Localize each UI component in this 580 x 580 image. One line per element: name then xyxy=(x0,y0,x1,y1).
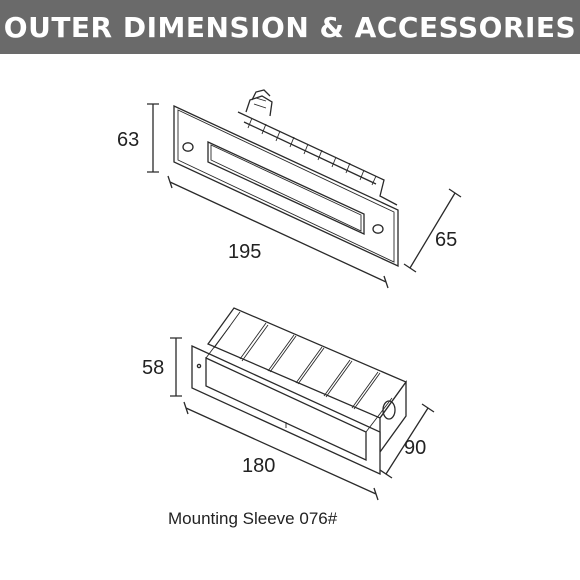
sleeve-caption: Mounting Sleeve 076# xyxy=(168,509,338,528)
fixture-length-dimension: 195 xyxy=(167,175,389,289)
sleeve-height-dimension: 58 xyxy=(142,337,182,397)
fixture-height-label: 63 xyxy=(117,129,139,151)
fixture-faceplate xyxy=(173,104,399,268)
fixture-drawing: 63 195 65 xyxy=(117,89,462,289)
header-title: OUTER DIMENSION & ACCESSORIES xyxy=(3,10,577,44)
sleeve-length-dimension: 180 xyxy=(183,401,379,501)
fixture-length-label: 195 xyxy=(228,241,261,263)
fixture-heatsink xyxy=(237,111,398,206)
fixture-screw-left xyxy=(182,142,194,152)
sleeve-drawing: 58 180 90 Mounting Sleeve 076# xyxy=(142,307,435,528)
fixture-cable-gland xyxy=(245,89,273,117)
fixture-window xyxy=(207,140,365,236)
fixture-screw-right xyxy=(372,224,384,234)
fixture-depth-dimension: 65 xyxy=(403,188,462,273)
sleeve-frame xyxy=(191,344,381,476)
sleeve-height-label: 58 xyxy=(142,357,164,379)
fixture-height-dimension: 63 xyxy=(117,103,159,173)
fixture-depth-label: 65 xyxy=(435,229,457,251)
sleeve-depth-label: 90 xyxy=(404,437,426,459)
sleeve-length-label: 180 xyxy=(242,455,275,477)
sleeve-depth-dimension: 90 xyxy=(379,403,435,479)
header-bar: OUTER DIMENSION & ACCESSORIES xyxy=(0,0,580,54)
